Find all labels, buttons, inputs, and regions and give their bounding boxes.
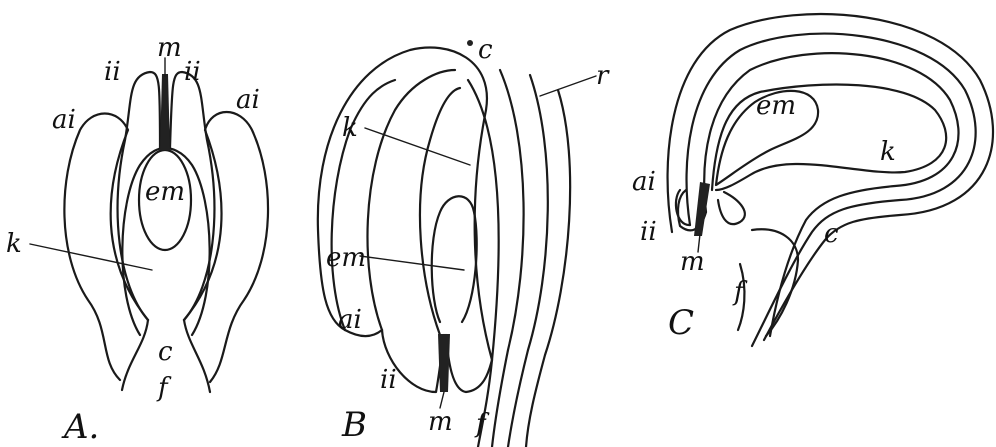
figure-a-label-em: em bbox=[145, 177, 185, 207]
figure-c-label-k: k bbox=[880, 137, 896, 167]
figure-c-micropyle bbox=[694, 182, 710, 236]
figure-b-label-ai: ai bbox=[338, 305, 362, 335]
figure-b-label-m: m bbox=[428, 407, 453, 437]
figure-b-caption: B bbox=[341, 405, 367, 445]
figure-a-funiculus-left bbox=[122, 320, 148, 390]
figure-a-k-pointer bbox=[30, 244, 152, 270]
figure-c-caption: C bbox=[668, 303, 694, 343]
figure-a-funiculus-right bbox=[184, 320, 210, 392]
figure-a-label-ai-left: ai bbox=[52, 105, 76, 135]
figure-b-label-r: r bbox=[596, 61, 610, 91]
figure-a: m ii ii ai ai em k c f A. bbox=[6, 33, 268, 447]
figure-a-micropyle bbox=[160, 74, 170, 150]
figure-c-label-m: m bbox=[680, 247, 705, 277]
figure-a-label-ii-right: ii bbox=[184, 57, 201, 87]
figure-b-label-f: f bbox=[474, 409, 490, 439]
figure-b-label-ii: ii bbox=[380, 365, 397, 395]
figure-c: em k ai ii m c f C bbox=[632, 14, 993, 346]
figure-b-raphe-1 bbox=[468, 80, 499, 447]
figure-a-caption: A. bbox=[61, 407, 99, 447]
figure-c-label-ii: ii bbox=[640, 217, 657, 247]
figure-b-micropyle-right bbox=[446, 335, 492, 392]
figure-a-label-f: f bbox=[156, 373, 172, 403]
figure-b-label-c: c bbox=[478, 35, 493, 65]
figure-b-raphe-3 bbox=[508, 75, 548, 447]
figure-a-outer-integument-left bbox=[64, 114, 148, 381]
figure-b-label-em: em bbox=[326, 243, 366, 273]
figure-a-label-ai-right: ai bbox=[236, 85, 260, 115]
figure-b-dot bbox=[467, 40, 473, 46]
figure-b-m-pointer bbox=[440, 392, 444, 408]
figure-b: c r k em ai ii m f B bbox=[318, 35, 610, 447]
figure-b-em-pointer bbox=[360, 256, 464, 270]
figure-c-funiculus-lobe bbox=[718, 192, 745, 224]
figure-b-raphe-4 bbox=[526, 90, 570, 447]
figure-a-label-c: c bbox=[158, 337, 173, 367]
figure-a-label-k: k bbox=[6, 229, 22, 259]
figure-b-r-pointer bbox=[540, 76, 596, 96]
figure-a-label-ii-left: ii bbox=[104, 57, 121, 87]
figure-b-embryo-sac bbox=[432, 196, 477, 322]
figure-c-label-c: c bbox=[824, 219, 839, 249]
figure-c-label-em: em bbox=[756, 91, 796, 121]
figure-b-micropyle bbox=[438, 334, 450, 392]
figure-c-label-f: f bbox=[732, 277, 748, 307]
figure-a-label-m: m bbox=[157, 33, 182, 63]
figure-a-outer-integument-right bbox=[184, 112, 268, 382]
figure-c-nucellus bbox=[712, 85, 946, 190]
figure-b-label-k: k bbox=[342, 113, 358, 143]
figure-c-label-ai: ai bbox=[632, 167, 656, 197]
